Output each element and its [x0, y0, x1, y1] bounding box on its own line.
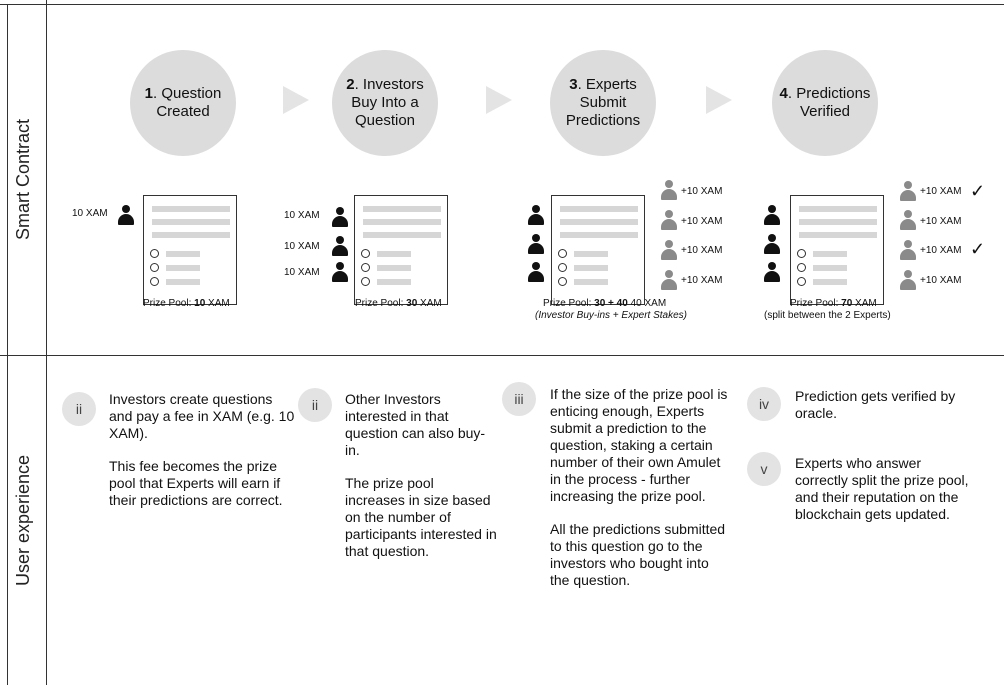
expert-stake-label: +10 XAM [920, 245, 962, 256]
expert-icon [900, 210, 916, 230]
prize-pool-4-note: (split between the 2 Experts) [764, 310, 891, 321]
step-badge: iii [502, 382, 536, 416]
investor-icon [332, 262, 348, 282]
step-4-text: Predictions Verified [796, 85, 871, 120]
arrow-icon [486, 86, 512, 114]
ux-text-2: Other Investors interested in that quest… [345, 391, 497, 559]
ux-text-1: Investors create questions and pay a fee… [109, 391, 295, 508]
step-4-number: 4 [779, 85, 788, 102]
step-1-number: 1 [144, 85, 153, 102]
question-card [354, 195, 448, 305]
prize-pool-3: Prize Pool: 30 + 40 40 XAM [543, 298, 667, 309]
investor-icon [118, 205, 134, 225]
expert-stake-label: +10 XAM [681, 245, 723, 256]
step-3-number: 3 [569, 76, 578, 93]
step-3-text: Experts Submit Predictions [565, 76, 641, 129]
ux-text-3: If the size of the prize pool is enticin… [550, 386, 728, 588]
arrow-icon [706, 86, 732, 114]
expert-icon [661, 180, 677, 200]
investor-stake-label: 10 XAM [284, 241, 320, 252]
investor-icon [528, 205, 544, 225]
investor-stake-label: 10 XAM [72, 208, 108, 219]
question-card [551, 195, 645, 305]
ux-text-4: Prediction gets verified by oracle. [795, 388, 956, 421]
expert-stake-label: +10 XAM [920, 275, 962, 286]
investor-icon [528, 234, 544, 254]
expert-icon [900, 270, 916, 290]
step-badge: ii [298, 388, 332, 422]
prize-pool-4: Prize Pool: 70 XAM [790, 298, 877, 309]
ux-text-5: Experts who answer correctly split the p… [795, 455, 969, 522]
expert-icon [661, 270, 677, 290]
investor-stake-label: 10 XAM [284, 267, 320, 278]
step-2-number: 2 [346, 76, 355, 93]
arrow-icon [283, 86, 309, 114]
left-border [7, 4, 8, 685]
step-4-circle: 4. Predictions Verified [772, 50, 878, 156]
expert-icon [661, 240, 677, 260]
expert-icon [900, 240, 916, 260]
step-badge: v [747, 452, 781, 486]
step-badge: ii [62, 392, 96, 426]
row-divider [0, 355, 1004, 356]
top-border [0, 4, 1004, 5]
step-1-text: Question Created [156, 85, 222, 120]
user-experience-label: User experience [13, 454, 34, 587]
expert-stake-label: +10 XAM [920, 216, 962, 227]
investor-icon [332, 207, 348, 227]
row-label-user-experience: User experience [0, 356, 48, 685]
investor-icon [764, 262, 780, 282]
expert-stake-label: +10 XAM [681, 216, 723, 227]
smart-contract-label: Smart Contract [13, 118, 34, 241]
expert-icon [900, 181, 916, 201]
investor-icon [764, 205, 780, 225]
row-label-divider [46, 0, 47, 685]
step-2-text: Investors Buy Into a Question [351, 76, 424, 129]
prize-pool-3-note: (Investor Buy-ins + Expert Stakes) [535, 310, 688, 321]
question-card [143, 195, 237, 305]
prize-pool-2: Prize Pool: 30 XAM [355, 298, 442, 309]
step-3-circle: 3. Experts Submit Predictions [550, 50, 656, 156]
expert-stake-label: +10 XAM [920, 186, 962, 197]
expert-stake-label: +10 XAM [681, 186, 723, 197]
row-label-smart-contract: Smart Contract [0, 4, 48, 355]
step-badge: iv [747, 387, 781, 421]
check-icon: ✓ [970, 239, 986, 259]
question-card [790, 195, 884, 305]
expert-icon [661, 210, 677, 230]
expert-stake-label: +10 XAM [681, 275, 723, 286]
check-icon: ✓ [970, 181, 986, 201]
step-2-circle: 2. Investors Buy Into a Question [332, 50, 438, 156]
investor-icon [764, 234, 780, 254]
step-1-circle: 1. Question Created [130, 50, 236, 156]
investor-icon [332, 236, 348, 256]
prize-pool-1: Prize Pool: 10 XAM [143, 298, 230, 309]
investor-stake-label: 10 XAM [284, 210, 320, 221]
investor-icon [528, 262, 544, 282]
